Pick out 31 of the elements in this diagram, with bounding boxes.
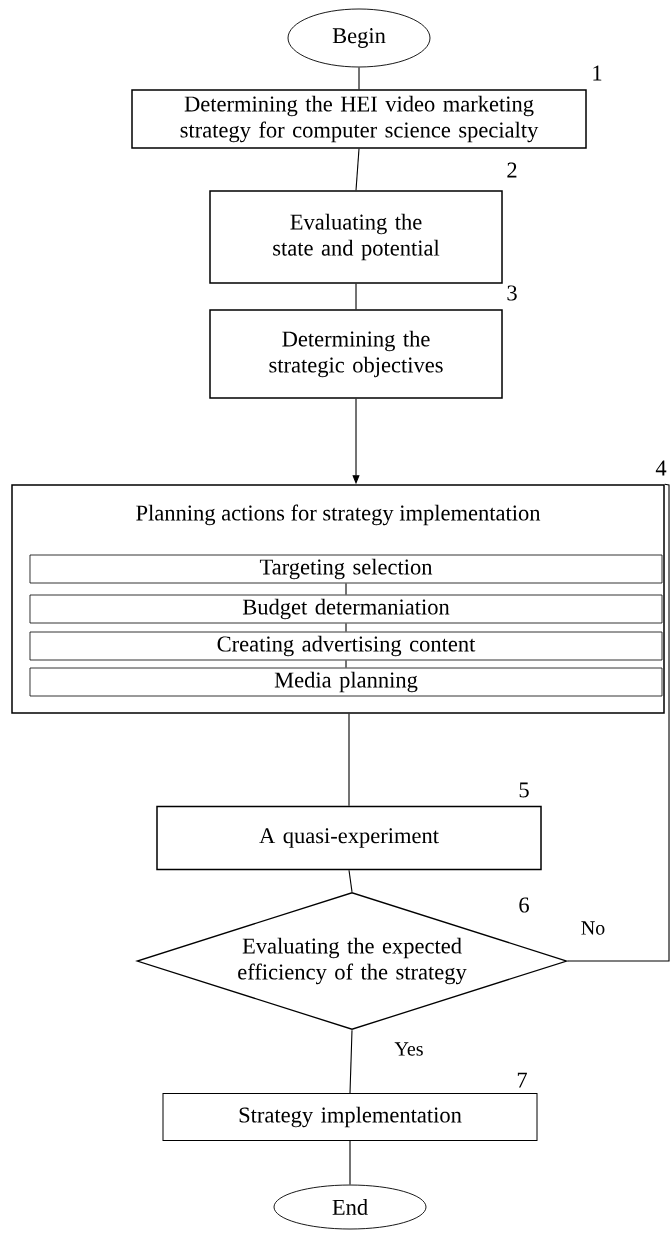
connector xyxy=(348,713,350,807)
connector xyxy=(567,483,670,962)
step-number: 5 xyxy=(519,782,529,798)
step-number: 1 xyxy=(593,65,602,81)
edge-label: Yes xyxy=(393,1041,425,1057)
connector xyxy=(349,1140,351,1186)
step-number: 7 xyxy=(517,1072,527,1088)
connector xyxy=(345,622,347,633)
connector xyxy=(355,148,360,191)
process-box: Evaluating the state and potential xyxy=(209,190,503,284)
connector xyxy=(348,869,353,893)
terminal-oval: End xyxy=(273,1184,427,1230)
connector xyxy=(355,283,357,310)
edge-label: No xyxy=(579,920,607,936)
process-box: Strategy implementation xyxy=(162,1093,538,1141)
connector xyxy=(349,1029,353,1094)
connector xyxy=(345,582,347,596)
process-box: Determining the HEI video marketing strategy for computer science specialty xyxy=(131,89,587,149)
connector xyxy=(345,659,347,669)
step-number: 3 xyxy=(507,285,517,301)
process-box: Determining the strategic objectives xyxy=(209,309,503,399)
step-number: 2 xyxy=(507,162,517,178)
terminal-oval: Begin xyxy=(287,8,431,68)
step-box: Creating advertising content xyxy=(29,631,663,661)
step-box: Targeting selection xyxy=(29,554,663,584)
step-number: 4 xyxy=(655,460,667,476)
connector xyxy=(358,66,360,90)
process-box: A quasi-experiment xyxy=(156,805,542,871)
step-box: Media planning xyxy=(29,667,663,697)
step-number: 6 xyxy=(519,897,529,913)
step-box: Budget determaniation xyxy=(29,594,663,624)
